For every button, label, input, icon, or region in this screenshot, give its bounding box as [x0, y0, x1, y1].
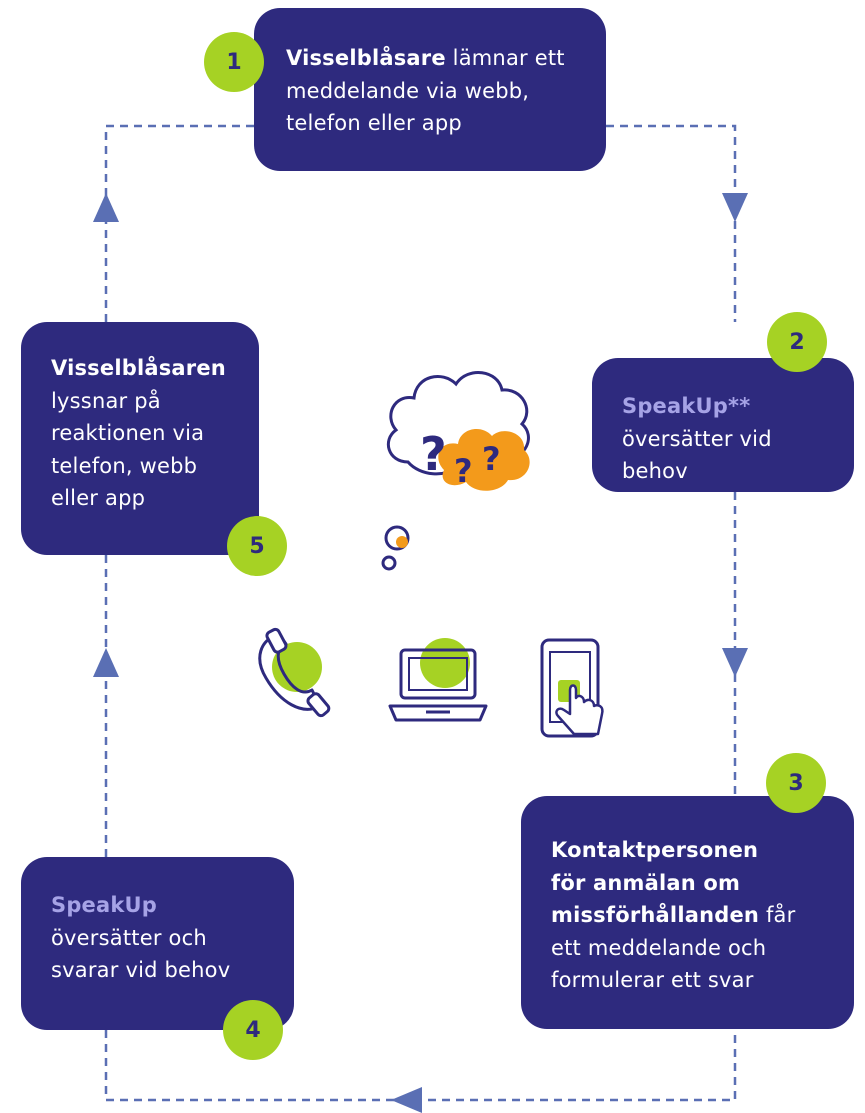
step-number: 5	[249, 533, 265, 559]
step-1-box: Visselblåsare lämnar ett meddelande via w…	[254, 8, 606, 171]
step-emphasis-text: Kontaktpersonen	[551, 838, 759, 862]
step-text-line: meddelande via webb,	[286, 75, 606, 108]
step-text-line: Visselblåsaren	[51, 352, 259, 385]
step-text-line: lyssnar på	[51, 385, 259, 418]
step-text-line: missförhållanden får	[551, 899, 854, 932]
step-text-line: telefon, webb	[51, 450, 259, 483]
step-emphasis-text: SpeakUp**	[622, 394, 751, 418]
step-text-line: översätter och	[51, 922, 294, 955]
step-emphasis-text: missförhållanden	[551, 903, 760, 928]
arrow-left-bottom	[391, 1087, 422, 1113]
step-body-text: telefon eller app	[286, 111, 462, 136]
step-3-box: Kontaktpersonen för anmälan om missförhåll…	[521, 796, 854, 1029]
step-2-badge: 2	[767, 312, 827, 372]
phone-icon	[258, 627, 331, 718]
step-text-line: behov	[622, 455, 854, 488]
step-text-line: telefon eller app	[286, 107, 606, 140]
step-2-box: SpeakUp** översätter vid behov	[592, 358, 854, 492]
step-body-text: formulerar ett svar	[551, 968, 754, 993]
step-emphasis-text: för anmälan om	[551, 870, 741, 895]
step-number: 2	[789, 329, 805, 355]
step-body-text: översätter och	[51, 925, 207, 950]
arrow-down-lower	[722, 648, 748, 677]
step-body-text: ett meddelande och	[551, 935, 767, 960]
thought-bubble-icon: ? ? ?	[381, 371, 530, 571]
step-body-text: meddelande via webb,	[286, 78, 530, 103]
step-body-text: behov	[622, 459, 688, 484]
connector-top-right	[606, 124, 737, 322]
step-body-text: svarar vid behov	[51, 958, 231, 983]
connector-top-left	[104, 124, 254, 222]
arrowheads	[93, 193, 748, 1113]
step-text-line: SpeakUp	[51, 889, 294, 922]
step-text-line: formulerar ett svar	[551, 964, 854, 997]
step-4-badge: 4	[223, 1000, 283, 1060]
step-1-badge: 1	[204, 32, 264, 92]
arrow-up-upper	[93, 193, 119, 222]
arrow-down-upper	[722, 193, 748, 222]
step-text-line: översätter vid	[622, 423, 854, 456]
step-body-text: telefon, webb	[51, 453, 198, 478]
step-emphasis-text: SpeakUp	[51, 893, 158, 917]
step-number: 1	[226, 49, 242, 75]
step-body-text: lämnar ett	[445, 46, 565, 70]
step-emphasis-text: Visselblåsaren	[51, 356, 226, 380]
svg-text:?: ?	[454, 452, 473, 490]
tablet-touch-icon	[540, 638, 604, 738]
laptop-icon	[388, 638, 488, 722]
step-text-line: reaktionen via	[51, 417, 259, 450]
arrow-up-lower	[93, 648, 119, 677]
step-text-line: ett meddelande och	[551, 932, 854, 965]
step-5-badge: 5	[227, 516, 287, 576]
svg-text:?: ?	[482, 440, 501, 478]
step-text-line: Kontaktpersonen	[551, 834, 854, 867]
svg-text:?: ?	[420, 427, 447, 481]
step-number: 3	[788, 770, 804, 796]
step-body-text: översätter vid	[622, 426, 772, 451]
step-text-line: Visselblåsare lämnar ett	[286, 42, 606, 75]
step-number: 4	[245, 1017, 261, 1043]
step-emphasis-text: Visselblåsare	[286, 46, 446, 70]
step-text-line: för anmälan om	[551, 867, 854, 900]
step-text-line: eller app	[51, 482, 259, 515]
step-body-text: får	[759, 903, 796, 928]
step-text-line: svarar vid behov	[51, 954, 294, 987]
step-text-line: SpeakUp**	[622, 390, 854, 423]
step-3-badge: 3	[766, 753, 826, 813]
step-body-text: reaktionen via	[51, 421, 205, 446]
step-5-box: Visselblåsaren lyssnar på reaktionen via te…	[21, 322, 259, 555]
step-body-text: eller app	[51, 486, 146, 511]
step-body-text: lyssnar på	[51, 388, 161, 413]
